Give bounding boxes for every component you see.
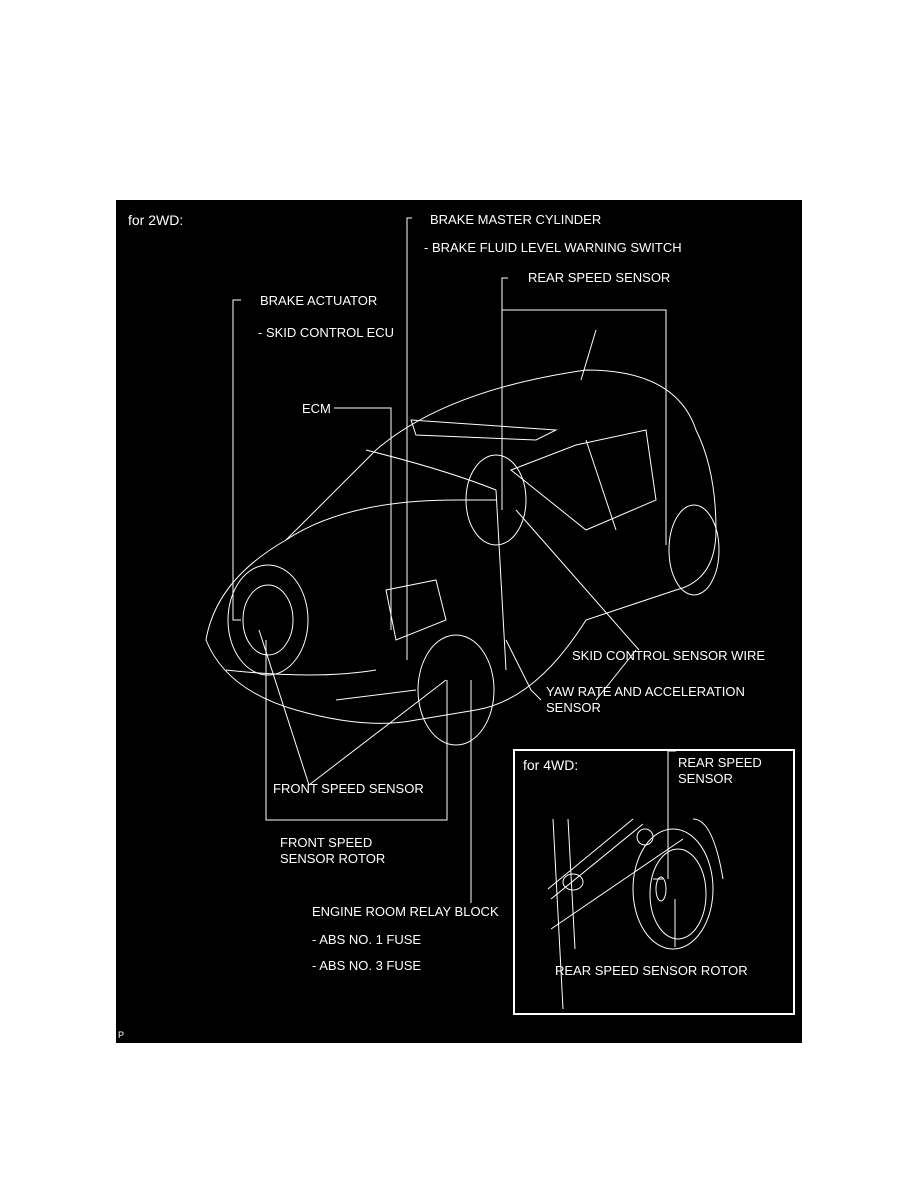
label-abs1: - ABS NO. 1 FUSE: [312, 932, 422, 947]
inset-4wd: for 4WD: REAR SPEED SENSOR REAR SPEED SE…: [513, 749, 795, 1015]
label-front-rotor-1: FRONT SPEED: [280, 835, 373, 850]
car-illustration: [205, 217, 724, 1010]
label-4wd-rear-sensor-1: REAR SPEED: [678, 755, 762, 770]
title-2wd: for 2WD:: [128, 212, 184, 228]
label-yaw-rate-1: YAW RATE AND ACCELERATION: [546, 684, 745, 699]
label-relay-block: ENGINE ROOM RELAY BLOCK: [312, 904, 499, 919]
component-location-diagram: for 2WD: BRAKE MASTER CYLINDER - BRAKE F…: [116, 200, 802, 1043]
figure-code: P: [118, 1030, 125, 1040]
label-skid-control-sensor-wire: SKID CONTROL SENSOR WIRE: [572, 648, 766, 663]
label-brake-actuator: BRAKE ACTUATOR: [260, 293, 378, 308]
label-abs3: - ABS NO. 3 FUSE: [312, 958, 422, 973]
label-front-rotor-2: SENSOR ROTOR: [280, 851, 386, 866]
label-rear-speed-sensor: REAR SPEED SENSOR: [528, 270, 671, 285]
label-brake-master-cylinder: BRAKE MASTER CYLINDER: [430, 212, 602, 227]
label-front-speed-sensor: FRONT SPEED SENSOR: [273, 781, 424, 796]
title-4wd: for 4WD:: [523, 757, 579, 773]
label-skid-control-ecu: - SKID CONTROL ECU: [258, 325, 395, 340]
label-yaw-rate-2: SENSOR: [546, 700, 601, 715]
label-brake-fluid-switch: - BRAKE FLUID LEVEL WARNING SWITCH: [424, 240, 682, 255]
label-4wd-rear-rotor: REAR SPEED SENSOR ROTOR: [555, 963, 748, 978]
label-4wd-rear-sensor-2: SENSOR: [678, 771, 733, 786]
label-ecm: ECM: [302, 401, 331, 416]
